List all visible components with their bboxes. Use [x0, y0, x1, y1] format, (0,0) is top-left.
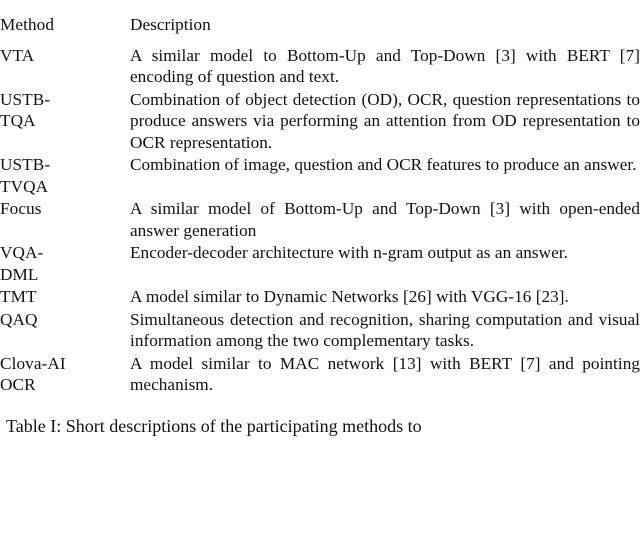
row-description-focus: A similar model of Bottom-Up and Top-Dow…: [130, 199, 640, 240]
column-header-method: Method: [0, 15, 55, 34]
table-row: QAQ Simultaneous detection and recogniti…: [0, 309, 640, 352]
row-description-ustb-tvqa: Combination of image, question and OCR f…: [130, 155, 637, 174]
table-body: Method Description VTA A similar model t…: [0, 5, 640, 401]
row-method-focus: Focus: [0, 199, 42, 218]
table-header-row: Method Description: [0, 5, 640, 44]
table-row: TMT A model similar to Dynamic Networks …: [0, 286, 640, 308]
table-caption: Table I: Short descriptions of the parti…: [6, 415, 422, 436]
row-description-ustb-tqa: Combination of object detection (OD), OC…: [130, 89, 640, 152]
column-header-description: Description: [130, 15, 211, 34]
methods-table: Method Description VTA A similar model t…: [0, 5, 640, 401]
row-description-tmt: A model similar to Dynamic Networks [26]…: [130, 287, 569, 306]
row-method-tmt: TMT: [0, 287, 37, 306]
row-method-clova-ai-ocr: Clova-AI OCR: [0, 353, 66, 395]
table-row: VQA- DML Encoder-decoder architecture wi…: [0, 242, 640, 285]
row-method-ustb-tqa: USTB- TQA: [0, 89, 51, 131]
table-row: Clova-AI OCR A model similar to MAC netw…: [0, 353, 640, 396]
row-method-qaq: QAQ: [0, 309, 38, 329]
table-row: USTB- TVQA Combination of image, questio…: [0, 154, 640, 197]
row-description-clova-ai-ocr: A model similar to MAC network [13] with…: [130, 353, 640, 395]
table-row: USTB- TQA Combination of object detectio…: [0, 89, 640, 154]
table-bottom-rule: [0, 396, 640, 401]
row-method-vta: VTA: [0, 45, 35, 65]
row-method-vqa-dml: VQA- DML: [0, 243, 44, 284]
rule-double-bottom: [0, 396, 640, 401]
row-method-ustb-tvqa: USTB- TVQA: [0, 155, 51, 196]
row-description-vqa-dml: Encoder-decoder architecture with n-gram…: [130, 243, 568, 262]
table-row: Focus A similar model of Bottom-Up and T…: [0, 198, 640, 241]
row-description-vta: A similar model to Bottom-Up and Top-Dow…: [130, 45, 640, 87]
row-description-qaq: Simultaneous detection and recognition, …: [130, 309, 640, 351]
table-row: VTA A similar model to Bottom-Up and Top…: [0, 45, 640, 88]
